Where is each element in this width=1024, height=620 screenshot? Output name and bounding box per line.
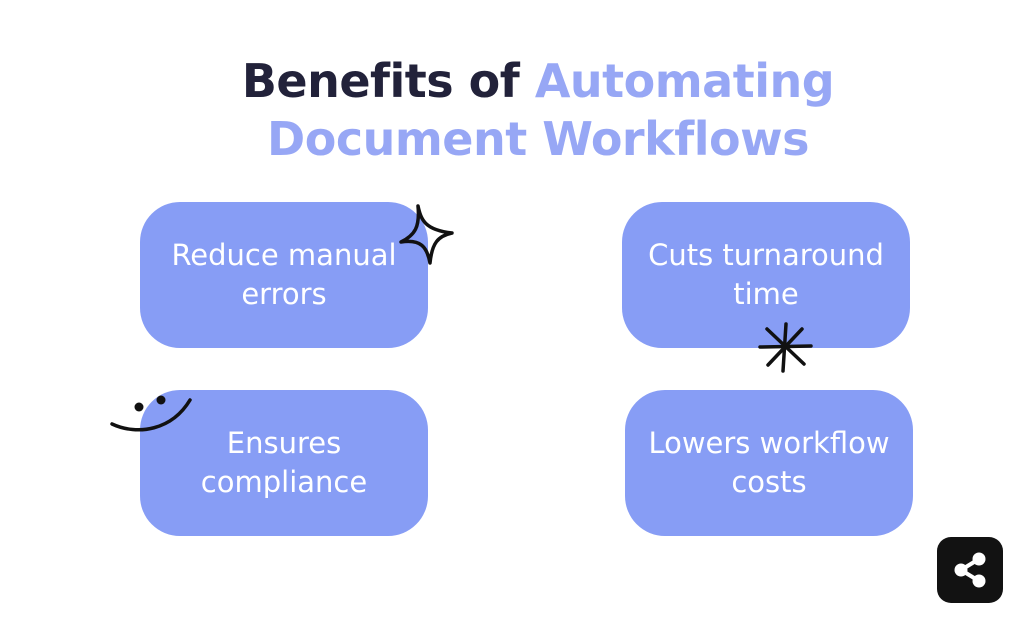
- benefit-label: Lowers workflow costs: [648, 426, 890, 499]
- share-icon: [954, 552, 986, 588]
- benefit-card-costs: Lowers workflow costs: [625, 390, 913, 536]
- benefit-card-turnaround: Cuts turnaround time: [622, 202, 910, 348]
- smiley-icon: [110, 395, 192, 432]
- title-part-3: Document Workflows: [267, 112, 809, 166]
- benefit-label: Cuts turnaround time: [648, 238, 884, 311]
- benefit-card-reduce-errors: Reduce manual errors: [140, 202, 428, 348]
- benefit-label: Reduce manual errors: [171, 238, 397, 311]
- sparkle-icon: [399, 204, 454, 265]
- asterisk-icon: [758, 322, 813, 373]
- benefit-card-compliance: Ensures compliance: [140, 390, 428, 536]
- title-accent: Automating: [534, 54, 835, 108]
- benefit-label: Ensures compliance: [200, 426, 368, 499]
- share-button[interactable]: [937, 537, 1003, 603]
- title-part-1: Benefits of: [241, 54, 535, 108]
